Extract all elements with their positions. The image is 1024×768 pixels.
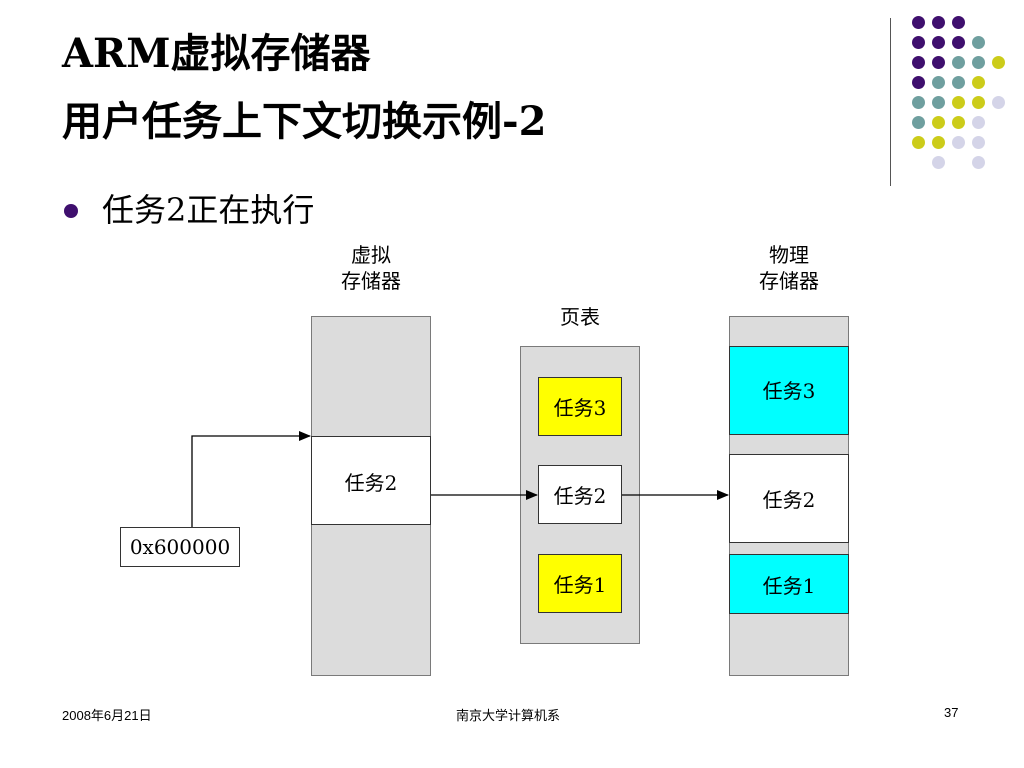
- dot: [972, 76, 985, 89]
- virtual-memory-label: 虚拟 存储器: [316, 242, 426, 294]
- dot: [912, 76, 925, 89]
- physical-task-1-block: 任务1: [729, 554, 849, 614]
- dot: [912, 136, 925, 149]
- bullet-text: 任务2正在执行: [102, 191, 315, 229]
- address-to-virtual-arrow: [191, 431, 311, 527]
- slide-title-line-1: ARM虚拟存储器: [62, 30, 371, 77]
- page-table-label: 页表: [560, 305, 600, 329]
- dot: [972, 156, 985, 169]
- dot: [912, 96, 925, 109]
- dot: [912, 16, 925, 29]
- dot: [932, 96, 945, 109]
- dot: [912, 36, 925, 49]
- dot: [932, 16, 945, 29]
- footer-date: 2008年6月21日: [62, 708, 152, 723]
- dot: [952, 36, 965, 49]
- virtual-memory-label-line-2: 存储器: [341, 269, 401, 293]
- page-table-entry-task-2: 任务2: [538, 465, 622, 524]
- page-table-entry-task-1: 任务1: [538, 554, 622, 613]
- dot: [952, 76, 965, 89]
- dot: [932, 116, 945, 129]
- physical-memory-label-line-2: 存储器: [759, 269, 819, 293]
- dot: [932, 156, 945, 169]
- dot: [972, 56, 985, 69]
- address-box: 0x600000: [120, 527, 240, 567]
- dot: [992, 56, 1005, 69]
- footer-school: 南京大学计算机系: [456, 708, 561, 723]
- dot: [952, 96, 965, 109]
- decorative-divider: [890, 18, 891, 186]
- physical-memory-label-line-1: 物理: [769, 243, 809, 267]
- dot: [972, 136, 985, 149]
- dot: [952, 56, 965, 69]
- physical-task-2-block: 任务2: [729, 454, 849, 543]
- dot: [932, 136, 945, 149]
- dot: [952, 116, 965, 129]
- dot: [932, 76, 945, 89]
- virtual-task-2-block: 任务2: [311, 436, 431, 525]
- dot: [952, 16, 965, 29]
- dot: [932, 36, 945, 49]
- dot: [912, 116, 925, 129]
- dot: [912, 56, 925, 69]
- dot: [992, 96, 1005, 109]
- physical-memory-label: 物理 存储器: [734, 242, 844, 294]
- page-table-entry-task-3: 任务3: [538, 377, 622, 436]
- physical-task-3-block: 任务3: [729, 346, 849, 435]
- dot: [972, 116, 985, 129]
- virtual-memory-label-line-1: 虚拟: [351, 243, 391, 267]
- footer-page-number: 37: [944, 705, 959, 720]
- dot: [952, 136, 965, 149]
- dot: [972, 36, 985, 49]
- dot: [972, 96, 985, 109]
- slide-title-line-2: 用户任务上下文切换示例-2: [62, 98, 547, 145]
- bullet-icon: [64, 204, 78, 218]
- dot: [932, 56, 945, 69]
